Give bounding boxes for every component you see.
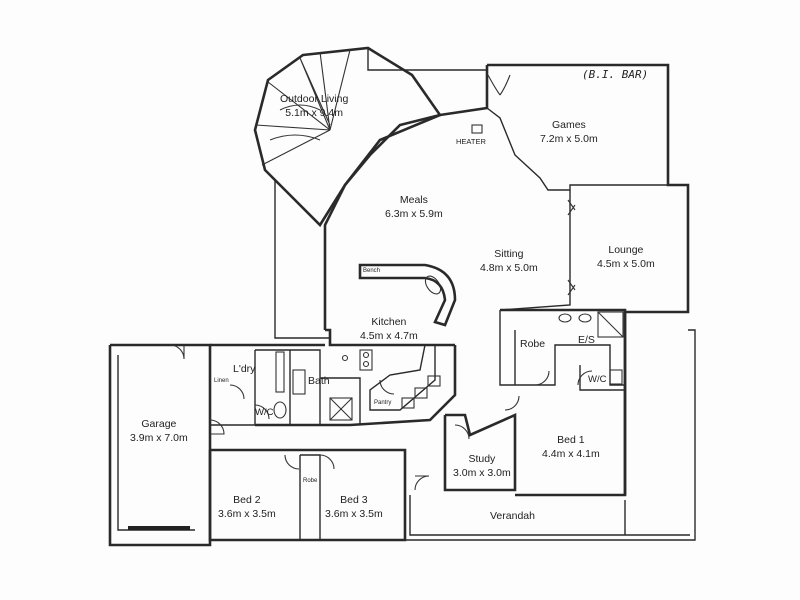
linen-label: Linen xyxy=(214,378,229,384)
kitchen-name: Kitchen xyxy=(371,316,407,328)
door-swings xyxy=(169,74,593,491)
main-walls xyxy=(108,63,696,547)
games-size: 7.2m x 5.0m xyxy=(540,133,598,145)
games-label: Games 7.2m x 5.0m xyxy=(540,118,598,146)
garage-size: 3.9m x 7.0m xyxy=(130,432,188,444)
verandah-label: Verandah xyxy=(490,510,535,522)
bed3-size: 3.6m x 3.5m xyxy=(325,508,383,520)
deck-outline xyxy=(274,180,330,339)
garage-name: Garage xyxy=(141,418,177,430)
bed1-name: Bed 1 xyxy=(557,434,585,446)
wc-label-2: W/C xyxy=(588,374,607,385)
garage-label: Garage 3.9m x 7.0m xyxy=(130,417,188,445)
bed2-name: Bed 2 xyxy=(233,494,261,506)
ensuite-label: E/S xyxy=(578,334,595,346)
bed3-label: Bed 3 3.6m x 3.5m xyxy=(325,493,383,521)
bed2-size: 3.6m x 3.5m xyxy=(218,508,276,520)
lounge-label: Lounge 4.5m x 5.0m xyxy=(597,243,655,271)
sitting-label: Sitting 4.8m x 5.0m xyxy=(480,247,538,275)
study-size: 3.0m x 3.0m xyxy=(453,467,511,479)
kitchen-island xyxy=(358,263,457,327)
verandah-outline xyxy=(404,329,696,541)
meals-label: Meals 6.3m x 5.9m xyxy=(385,193,443,221)
bed1-size: 4.4m x 4.1m xyxy=(542,448,600,460)
heater-label: HEATER xyxy=(456,137,486,146)
lounge-name: Lounge xyxy=(608,244,644,256)
bath-label: Bath xyxy=(308,375,330,387)
outdoor-living-size: 5.1m x 9.4m xyxy=(285,107,344,119)
kitchen-counter xyxy=(341,344,441,411)
study-label: Study 3.0m x 3.0m xyxy=(453,452,511,480)
bath-fixtures xyxy=(273,351,353,421)
bed2-label: Bed 2 3.6m x 3.5m xyxy=(218,493,276,521)
robe-small-label: Robe xyxy=(303,478,318,484)
bench-label: Bench xyxy=(363,268,381,274)
wc-label-1: W/C xyxy=(255,407,274,418)
kitchen-label: Kitchen 4.5m x 4.7m xyxy=(360,315,418,343)
outdoor-living-name: Outdoor Living xyxy=(280,93,349,105)
lounge-size: 4.5m x 5.0m xyxy=(597,258,655,270)
kitchen-size: 4.5m x 4.7m xyxy=(360,330,418,342)
games-note: (B.I. BAR) xyxy=(582,68,649,81)
meals-name: Meals xyxy=(399,194,428,206)
bed3-name: Bed 3 xyxy=(340,494,368,506)
laundry-label: L'dry xyxy=(233,363,256,375)
pantry-label: Pantry xyxy=(374,400,392,406)
robe-main-label: Robe xyxy=(520,338,546,350)
ensuite-fixtures xyxy=(558,311,624,385)
meals-size: 6.3m x 5.9m xyxy=(385,208,443,220)
bed1-label: Bed 1 4.4m x 4.1m xyxy=(542,433,600,461)
games-name: Games xyxy=(551,119,586,131)
sitting-size: 4.8m x 5.0m xyxy=(480,262,538,274)
outdoor-living-label: Outdoor Living 5.1m x 9.4m xyxy=(280,92,348,120)
sitting-name: Sitting xyxy=(494,248,524,260)
study-name: Study xyxy=(468,453,496,465)
